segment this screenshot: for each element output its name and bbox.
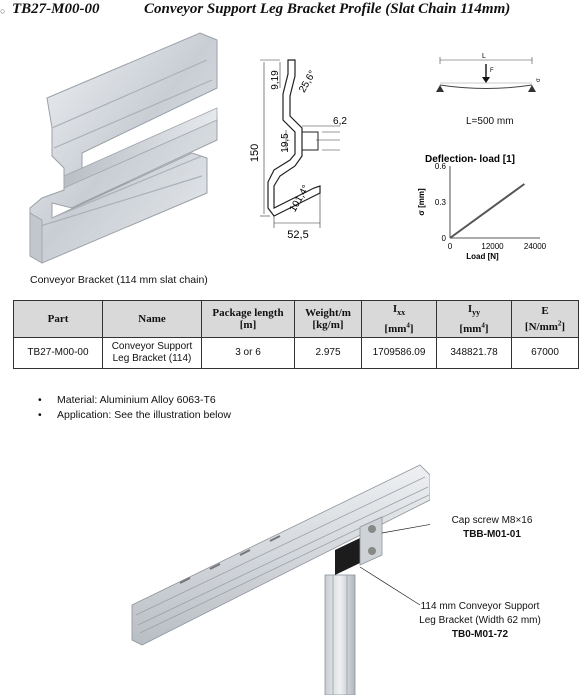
- dim-525: 52,5: [287, 229, 308, 241]
- chart-x-label: Load [N]: [466, 252, 499, 261]
- cell-weight: 2.975: [294, 337, 362, 369]
- deflection-chart: Deflection- load [1] 0 0.3 0.6 0 12000 24000…: [417, 154, 547, 261]
- dim-195: 19,5: [280, 133, 291, 153]
- chart-series-line: [449, 183, 525, 239]
- beam-label-l: L: [482, 53, 486, 60]
- cell-package-length: 3 or 6: [201, 337, 295, 369]
- beam-load-diagram: L F σ: [436, 53, 542, 92]
- cap-screw-code: TBB-M01-01: [463, 529, 521, 540]
- table-row: TB27-M00-00 Conveyor Support Leg Bracket…: [13, 337, 579, 369]
- properties-table: Part Name Package length [m] Weight/m [k…: [13, 300, 579, 369]
- chart-y-tick: 0.3: [435, 198, 447, 207]
- chart-y-tick: 0: [442, 234, 447, 243]
- chart-x-tick: 24000: [524, 242, 547, 251]
- cap-screw-label: Cap screw M8×16: [451, 515, 533, 526]
- cross-section-drawing: 150 9,19 25,6° 6,2 19,5 101,4° 52,5: [249, 59, 347, 241]
- col-name: Name: [102, 300, 202, 338]
- beam-label-f: F: [490, 68, 494, 74]
- dim-919: 9,19: [270, 70, 281, 90]
- col-e: E[N/mm2]: [511, 300, 579, 338]
- profile-3d-render: [29, 32, 218, 264]
- bracket-code: TB0-M01-72: [451, 629, 509, 640]
- dim-256: 25,6°: [297, 69, 318, 95]
- dim-150: 150: [249, 144, 261, 162]
- bracket-label-line-2: Leg Bracket (Width 62 mm): [419, 615, 541, 626]
- list-item: Material: Aluminium Alloy 6063-T6: [38, 393, 231, 408]
- bracket-callout: 114 mm Conveyor Support Leg Bracket (Wid…: [400, 600, 560, 642]
- col-weight: Weight/m [kg/m]: [294, 300, 362, 338]
- cap-screw-callout: Cap screw M8×16 TBB-M01-01: [438, 514, 546, 542]
- title-row: ○ TB27-M00-00 Conveyor Support Leg Brack…: [0, 0, 586, 22]
- bracket-label-line-1: 114 mm Conveyor Support: [420, 601, 540, 612]
- beam-length-text: L=500 mm: [466, 116, 514, 127]
- cell-e: 67000: [511, 337, 579, 369]
- chart-x-tick: 12000: [481, 242, 504, 251]
- part-code-title: TB27-M00-00: [12, 1, 100, 17]
- cell-iyy: 348821.78: [436, 337, 512, 369]
- assembly-illustration: [131, 464, 430, 695]
- chart-x-tick: 0: [448, 242, 453, 251]
- col-iyy: Iyy[mm4]: [436, 300, 512, 338]
- render-caption: Conveyor Bracket (114 mm slat chain): [30, 274, 208, 286]
- cell-ixx: 1709586.09: [361, 337, 437, 369]
- beam-label-sigma: σ: [536, 78, 542, 82]
- dim-62: 6,2: [333, 116, 347, 127]
- cell-part: TB27-M00-00: [13, 337, 103, 369]
- page-title: Conveyor Support Leg Bracket Profile (Sl…: [144, 1, 511, 17]
- chart-y-tick: 0.6: [435, 162, 447, 171]
- bullet-circle-icon: ○: [0, 6, 6, 16]
- col-ixx: Ixx[mm4]: [361, 300, 437, 338]
- cell-name: Conveyor Support Leg Bracket (114): [102, 337, 202, 369]
- chart-title: Deflection- load [1]: [425, 154, 515, 165]
- bullet-list: Material: Aluminium Alloy 6063-T6 Applic…: [38, 393, 231, 423]
- chart-y-label: σ [mm]: [417, 188, 426, 216]
- table-header-row: Part Name Package length [m] Weight/m [k…: [13, 300, 579, 338]
- col-part: Part: [13, 300, 103, 338]
- list-item: Application: See the illustration below: [38, 408, 231, 423]
- col-package-length: Package length [m]: [201, 300, 295, 338]
